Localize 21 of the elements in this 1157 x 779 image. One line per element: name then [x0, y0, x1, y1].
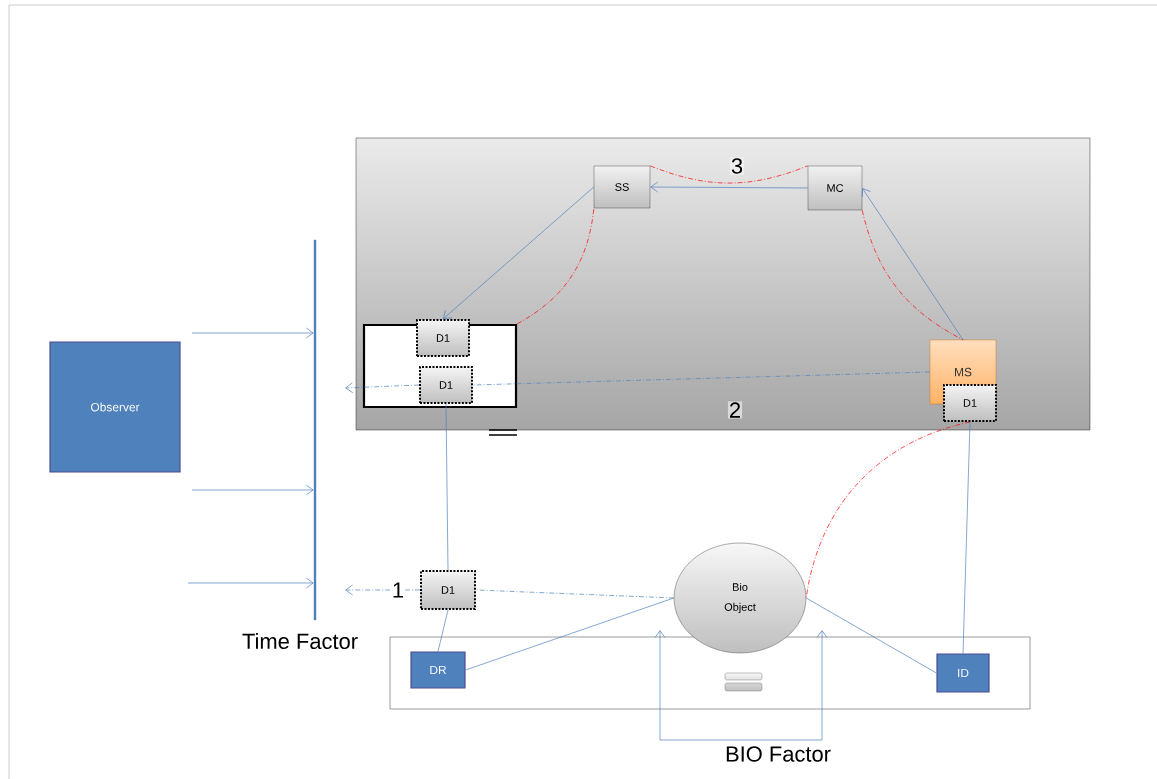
arrow	[191, 327, 314, 339]
dotted-box: D1	[416, 319, 470, 357]
process-box: ID	[936, 653, 990, 693]
arrow	[443, 186, 595, 319]
arrow	[650, 181, 809, 193]
arrow	[654, 630, 828, 741]
process-box: MC	[807, 165, 863, 211]
arrow	[345, 584, 421, 596]
timeline-bar	[313, 239, 317, 621]
caption-text: BIO Factor	[726, 746, 831, 762]
caption-text: Time Factor	[242, 632, 358, 650]
process-box: DR	[410, 651, 466, 689]
dotted-box: D1	[943, 384, 997, 422]
arrow	[345, 382, 420, 394]
process-box: Observer	[49, 341, 181, 473]
arrow	[187, 577, 314, 589]
process-box: SS	[593, 165, 651, 209]
dotted-box: D1	[420, 570, 476, 610]
arrow	[191, 484, 314, 496]
edge-label: 1	[390, 581, 406, 599]
dotted-box: D1	[419, 366, 473, 404]
